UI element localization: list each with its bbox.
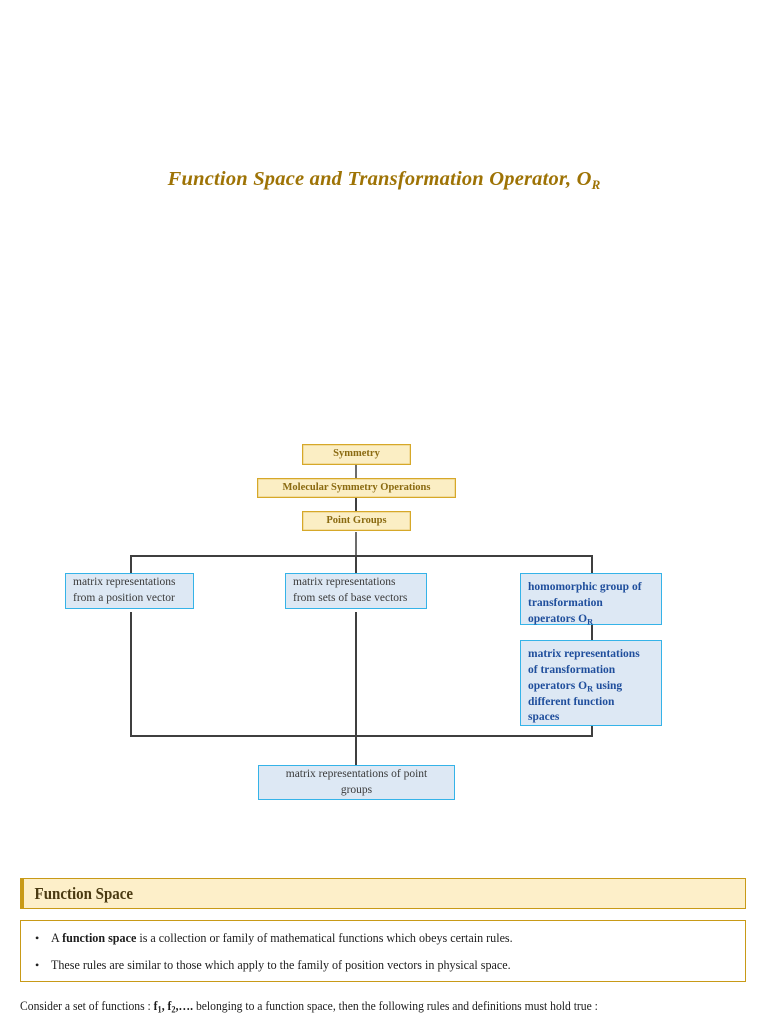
node-matrix-of-transformation-line1: matrix representations [528,648,640,660]
list-item-text: These rules are similar to those which a… [51,957,511,973]
connector-mso-to-point-groups [355,498,357,512]
connector-symmetry-to-mso [355,465,357,478]
node-matrix-from-base-vectors-line2: from sets of base vectors [293,592,408,604]
node-symmetry[interactable]: Symmetry [302,444,411,465]
node-matrix-of-point-groups-line1: matrix representations of point [285,767,428,780]
node-matrix-of-transformation-line3-text: operators O [528,679,588,692]
node-matrix-of-transformation-line3: operators OR using [528,679,654,695]
connector-horizontal-bottom [130,735,593,737]
node-molecular-symmetry-operations[interactable]: Molecular Symmetry Operations [257,478,456,498]
function-space-header: Function Space [20,878,746,909]
closing-part1: Consider a set of functions : [20,999,154,1013]
node-matrix-of-point-groups[interactable]: matrix representations of point groups [258,765,455,800]
connector-center-branch-down [355,612,357,736]
page-title-subscript: R [591,177,601,193]
node-point-groups[interactable]: Point Groups [302,511,411,531]
node-homomorphic-group[interactable]: homomorphic group of transformation oper… [520,573,662,628]
closing-sep2: ,…. [175,999,194,1013]
function-space-body: • A function space is a collection or fa… [20,920,746,982]
connector-drop-center [355,555,357,573]
connector-point-groups-down [355,532,357,555]
node-matrix-from-position-vector[interactable]: matrix representations from a position v… [65,573,194,609]
node-matrix-of-transformation-operators[interactable]: matrix representations of transformation… [520,640,662,726]
list-item: • A function space is a collection or fa… [21,930,745,946]
connector-bottom-to-final [355,735,357,765]
node-homomorphic-group-line3-text: operators O [528,612,588,625]
node-matrix-from-base-vectors[interactable]: matrix representations from sets of base… [285,573,427,609]
list-item-rest: These rules are similar to those which a… [51,957,511,972]
node-homomorphic-group-subscript: R [587,617,594,627]
list-item-rest: is a collection or family of mathematica… [136,930,513,945]
node-symmetry-label: Symmetry [333,448,380,460]
node-homomorphic-group-line2: transformation [528,596,603,609]
closing-f2-subscript: 2 [171,1004,176,1015]
list-item-lead-bold: function space [62,930,137,945]
node-matrix-from-position-vector-line2: from a position vector [73,592,175,604]
closing-sep1: , [161,999,168,1013]
closing-part2: belonging to a function space, then the … [193,999,598,1013]
connector-horizontal-top [130,555,593,557]
closing-f1: f [153,999,158,1013]
connector-right-branch-down [591,725,593,736]
list-item: • These rules are similar to those which… [21,957,745,973]
closing-f2: f [167,999,172,1013]
node-matrix-of-transformation-line3-post: using [593,679,623,692]
closing-f1-subscript: 1 [157,1004,162,1015]
node-point-groups-label: Point Groups [326,514,387,526]
node-homomorphic-group-line1: homomorphic group of [528,581,642,593]
list-item-lead-plain: A [51,930,63,945]
connector-drop-left [130,555,132,573]
node-molecular-symmetry-operations-label: Molecular Symmetry Operations [282,481,431,493]
closing-statement: Consider a set of functions : f1, f2,…. … [20,999,708,1015]
connector-left-branch-down [130,612,132,736]
bullet-icon: • [35,931,40,945]
node-matrix-from-base-vectors-line1: matrix representations [293,576,396,589]
page-title-main: Function Space and Transformation Operat… [167,168,592,190]
node-homomorphic-group-line3: operators OR [528,612,654,628]
node-matrix-of-point-groups-line2: groups [340,783,373,796]
node-matrix-of-transformation-subscript: R [587,684,594,694]
connector-right-between-boxes [591,623,593,641]
page-title: Function Space and Transformation Operat… [0,168,768,193]
bullet-icon: • [35,958,40,972]
node-matrix-of-transformation-line2: of transformation [528,663,616,676]
node-matrix-from-position-vector-line1: matrix representations [73,576,176,589]
connector-drop-right [591,555,593,573]
function-space-header-label: Function Space [34,883,134,903]
node-matrix-of-transformation-line4: different function [528,695,615,708]
flowchart-diagram: Symmetry Molecular Symmetry Operations P… [0,430,768,815]
list-item-text: A function space is a collection or fami… [51,930,513,946]
node-matrix-of-transformation-line5: spaces [528,711,560,724]
